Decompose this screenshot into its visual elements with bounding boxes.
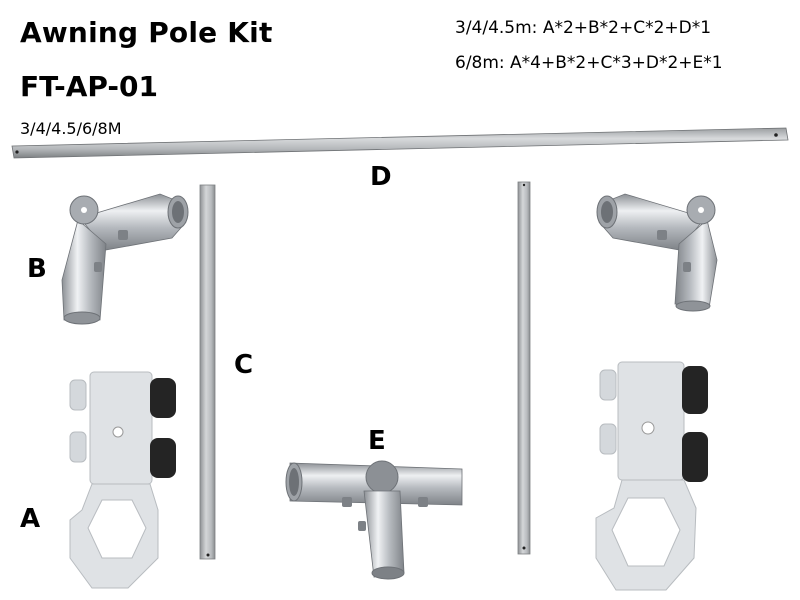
elbow-connector-b-right-image: [596, 193, 718, 312]
part-label-d: D: [370, 162, 392, 192]
part-label-a: A: [20, 504, 41, 534]
part-label-b: B: [27, 254, 47, 284]
bracket-a-left-image: [69, 371, 176, 589]
bracket-a-right-image: [595, 361, 708, 591]
part-label-c: C: [234, 350, 254, 380]
pole-c-left-image: [199, 184, 216, 560]
t-connector-e-image: [285, 460, 463, 580]
elbow-connector-b-left-image: [61, 193, 189, 325]
available-sizes: 3/4/4.5/6/8M: [20, 119, 122, 138]
kit-config-small: 3/4/4.5m: A*2+B*2+C*2+D*1: [455, 18, 712, 38]
kit-config-large: 6/8m: A*4+B*2+C*3+D*2+E*1: [455, 53, 723, 73]
model-number: FT-AP-01: [20, 70, 159, 103]
product-title: Awning Pole Kit: [20, 16, 273, 49]
pole-c-right-image: [517, 181, 531, 555]
part-label-e: E: [368, 426, 386, 456]
